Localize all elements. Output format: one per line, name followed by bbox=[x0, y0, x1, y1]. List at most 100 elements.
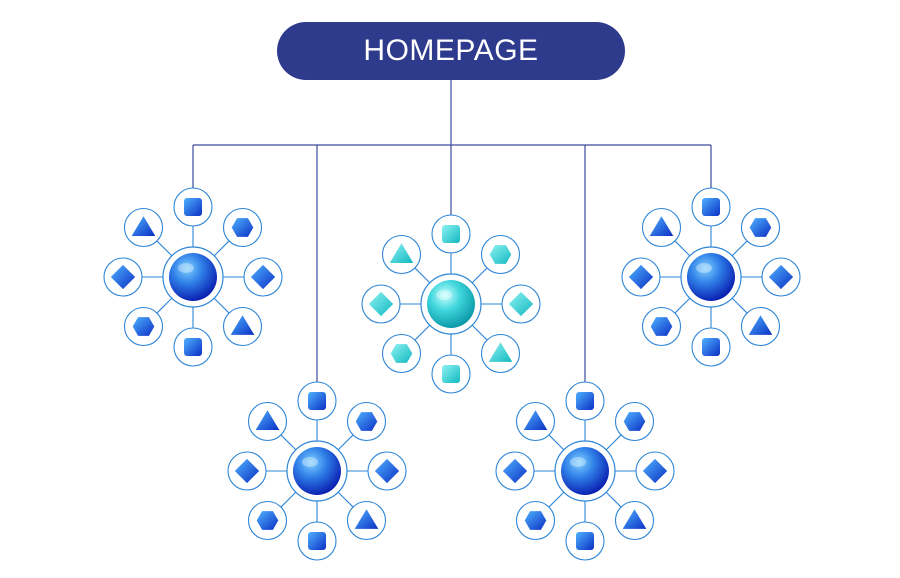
diamond-icon bbox=[642, 458, 668, 484]
satellite-node[interactable] bbox=[381, 333, 422, 374]
satellite-node[interactable] bbox=[222, 306, 263, 347]
satellite-node[interactable] bbox=[367, 451, 407, 491]
spoke-line bbox=[156, 240, 173, 257]
satellite-node[interactable] bbox=[565, 521, 605, 561]
satellite-node[interactable] bbox=[243, 257, 283, 297]
hub-sphere-icon[interactable] bbox=[293, 447, 341, 495]
satellite-node[interactable] bbox=[247, 500, 288, 541]
satellite-node[interactable] bbox=[247, 401, 288, 442]
diamond-icon bbox=[368, 291, 394, 317]
square-icon bbox=[184, 198, 202, 216]
spoke-line bbox=[605, 491, 622, 508]
hub-sphere-icon[interactable] bbox=[169, 253, 217, 301]
diamond-icon bbox=[628, 264, 654, 290]
spoke-line bbox=[213, 297, 230, 314]
cluster-right-top[interactable] bbox=[621, 187, 801, 367]
triangle-icon bbox=[131, 216, 156, 236]
homepage-node[interactable]: HOMEPAGE bbox=[277, 22, 625, 80]
spoke-line bbox=[731, 240, 748, 257]
spoke-line bbox=[213, 240, 230, 257]
satellite-node[interactable] bbox=[740, 207, 781, 248]
satellite-node[interactable] bbox=[614, 500, 655, 541]
satellite-node[interactable] bbox=[431, 354, 471, 394]
triangle-icon bbox=[523, 410, 548, 430]
diamond-icon bbox=[110, 264, 136, 290]
satellite-node[interactable] bbox=[480, 333, 521, 374]
satellite-node[interactable] bbox=[641, 306, 682, 347]
satellite-node[interactable] bbox=[222, 207, 263, 248]
triangle-icon bbox=[488, 342, 513, 362]
satellite-node[interactable] bbox=[480, 234, 521, 275]
satellite-node[interactable] bbox=[515, 401, 556, 442]
hexagon-icon bbox=[256, 511, 279, 530]
satellite-node[interactable] bbox=[761, 257, 801, 297]
satellite-node[interactable] bbox=[123, 207, 164, 248]
square-icon bbox=[702, 338, 720, 356]
spoke-line bbox=[280, 491, 297, 508]
satellite-node[interactable] bbox=[346, 401, 387, 442]
spoke-line bbox=[548, 434, 565, 451]
satellite-node[interactable] bbox=[346, 500, 387, 541]
square-icon bbox=[308, 532, 326, 550]
triangle-icon bbox=[649, 216, 674, 236]
triangle-icon bbox=[622, 509, 647, 529]
cluster-left-bottom[interactable] bbox=[227, 381, 407, 561]
spoke-line bbox=[548, 491, 565, 508]
hub-sphere-icon[interactable] bbox=[561, 447, 609, 495]
hub-sphere-icon[interactable] bbox=[687, 253, 735, 301]
hub-highlight bbox=[696, 263, 712, 273]
triangle-icon bbox=[255, 410, 280, 430]
satellite-node[interactable] bbox=[515, 500, 556, 541]
satellite-node[interactable] bbox=[227, 451, 267, 491]
satellite-node[interactable] bbox=[173, 327, 213, 367]
hexagon-icon bbox=[749, 218, 772, 237]
diamond-icon bbox=[768, 264, 794, 290]
diamond-icon bbox=[374, 458, 400, 484]
square-icon bbox=[184, 338, 202, 356]
satellite-node[interactable] bbox=[641, 207, 682, 248]
satellite-node[interactable] bbox=[123, 306, 164, 347]
hexagon-icon bbox=[524, 511, 547, 530]
satellite-node[interactable] bbox=[691, 327, 731, 367]
spoke-line bbox=[471, 267, 488, 284]
satellite-node[interactable] bbox=[103, 257, 143, 297]
hexagon-icon bbox=[132, 317, 155, 336]
homepage-label: HOMEPAGE bbox=[363, 34, 539, 67]
cluster-center[interactable] bbox=[361, 214, 541, 394]
triangle-icon bbox=[389, 243, 414, 263]
satellite-node[interactable] bbox=[501, 284, 541, 324]
cluster-right-bottom[interactable] bbox=[495, 381, 675, 561]
square-icon bbox=[702, 198, 720, 216]
satellite-node[interactable] bbox=[495, 451, 535, 491]
hub-highlight bbox=[178, 263, 194, 273]
hexagon-icon bbox=[650, 317, 673, 336]
triangle-icon bbox=[748, 315, 773, 335]
satellite-node[interactable] bbox=[691, 187, 731, 227]
spoke-line bbox=[337, 491, 354, 508]
satellite-node[interactable] bbox=[361, 284, 401, 324]
satellite-node[interactable] bbox=[173, 187, 213, 227]
clusters bbox=[103, 187, 801, 561]
satellite-node[interactable] bbox=[431, 214, 471, 254]
satellite-node[interactable] bbox=[297, 521, 337, 561]
spoke-line bbox=[674, 297, 691, 314]
satellite-node[interactable] bbox=[297, 381, 337, 421]
square-icon bbox=[442, 225, 460, 243]
connector-lines bbox=[192, 80, 712, 382]
satellite-node[interactable] bbox=[635, 451, 675, 491]
spoke-line bbox=[731, 297, 748, 314]
cluster-left-top[interactable] bbox=[103, 187, 283, 367]
satellite-node[interactable] bbox=[740, 306, 781, 347]
hexagon-icon bbox=[231, 218, 254, 237]
spoke-line bbox=[605, 434, 622, 451]
satellite-node[interactable] bbox=[381, 234, 422, 275]
spoke-line bbox=[471, 324, 488, 341]
diamond-icon bbox=[250, 264, 276, 290]
satellite-node[interactable] bbox=[621, 257, 661, 297]
diamond-icon bbox=[234, 458, 260, 484]
spoke-line bbox=[156, 297, 173, 314]
satellite-node[interactable] bbox=[614, 401, 655, 442]
satellite-node[interactable] bbox=[565, 381, 605, 421]
hub-sphere-icon[interactable] bbox=[427, 280, 475, 328]
